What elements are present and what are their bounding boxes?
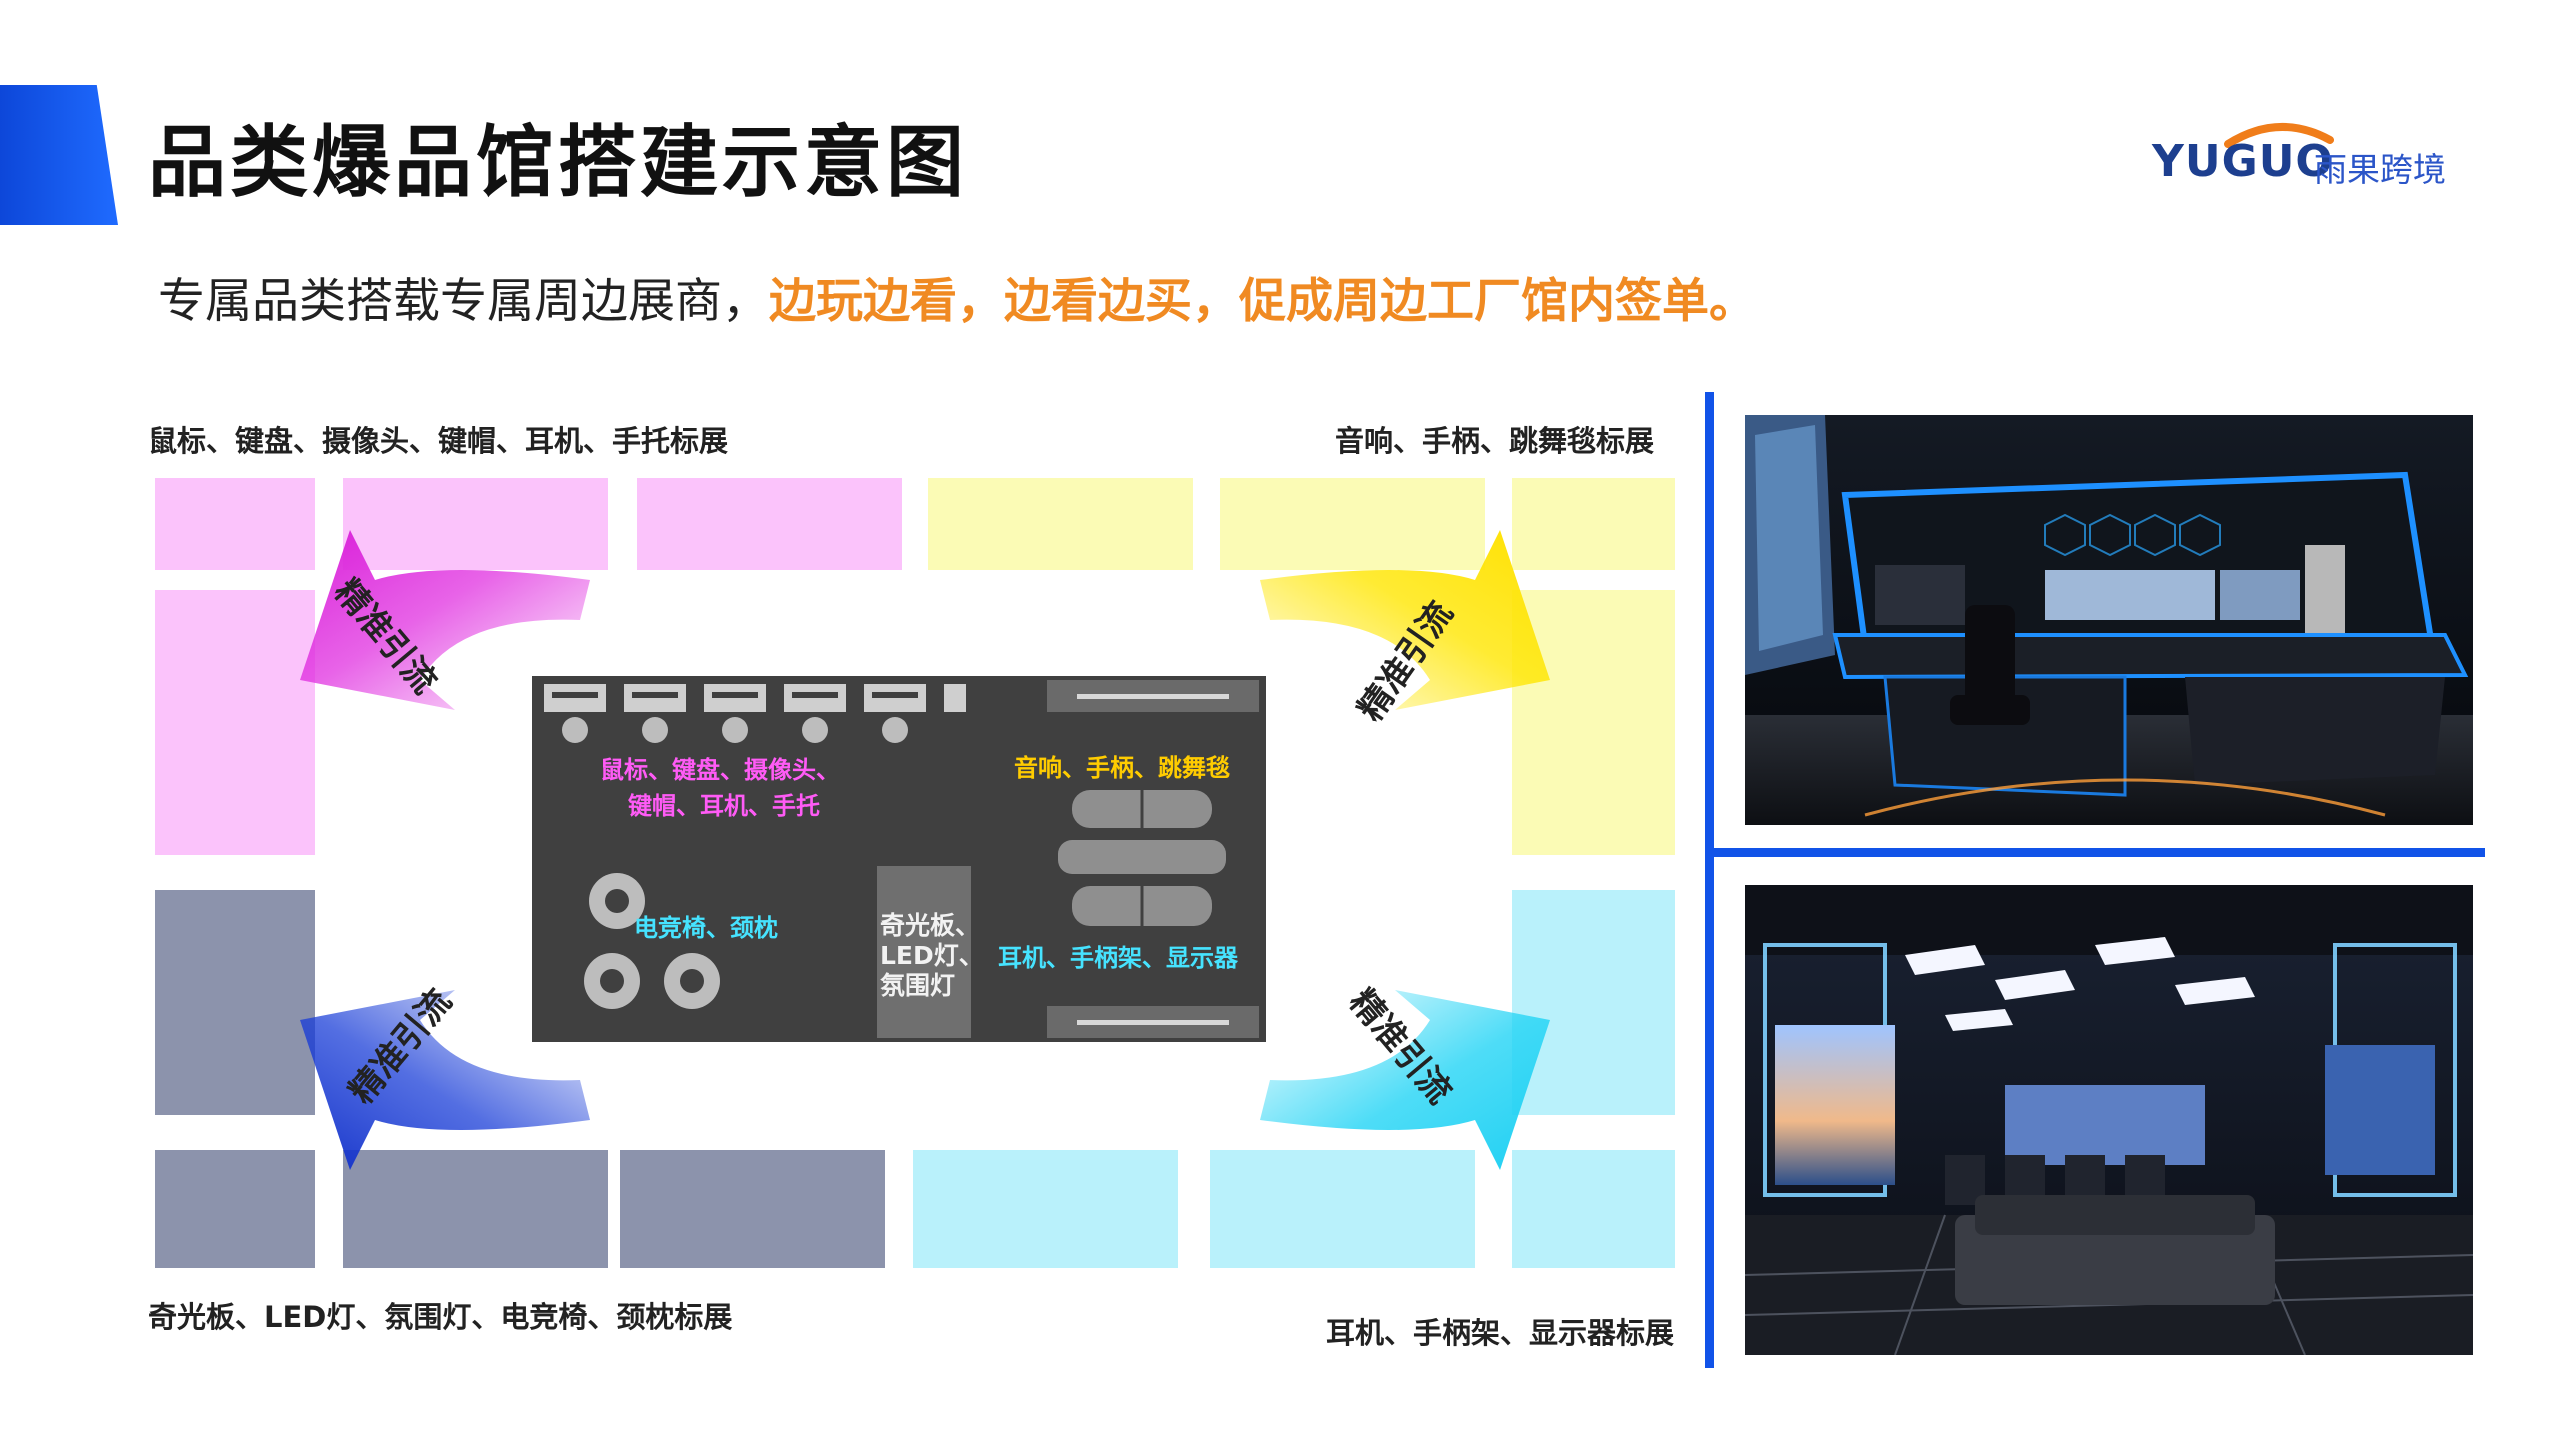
zone-label-yellow: 音响、手柄、跳舞毯: [1014, 754, 1230, 782]
vertical-divider: [1705, 392, 1714, 1368]
zone-label-light: LED灯、: [880, 941, 984, 970]
esports-chairs-icon: [584, 873, 720, 1009]
arrow-bottom-right-icon: [1260, 990, 1550, 1170]
subtitle: 专属品类搭载专属周边展商，边玩边看，边看边买，促成周边工厂馆内签单。: [158, 262, 1756, 331]
booth-block: [1220, 478, 1485, 570]
logo-wordmark: YUGUO: [2152, 136, 2334, 187]
booth-block: [1210, 1150, 1475, 1268]
esports-stage-photo: [1745, 415, 2473, 825]
page-title: 品类爆品馆搭建示意图: [148, 118, 969, 208]
zone-label-monitor: 耳机、手柄架、显示器: [998, 944, 1238, 972]
label-top-right: 音响、手柄、跳舞毯标展: [1335, 424, 1655, 458]
zone-label-light: 氛围灯: [880, 971, 956, 1000]
booth-block: [343, 478, 608, 570]
gaming-desk-row-icon: [544, 684, 966, 743]
subtitle-plain: 专属品类搭载专属周边展商，: [158, 274, 769, 329]
booth-block: [155, 478, 315, 570]
label-top-left: 鼠标、键盘、摄像头、键帽、耳机、手托标展: [148, 424, 729, 458]
brand-logo: YUGUO 雨果跨境: [2152, 118, 2472, 198]
label-bottom-right: 耳机、手柄架、显示器标展: [1326, 1316, 1675, 1350]
booth-block: [155, 590, 315, 855]
booth-block: [155, 1150, 315, 1268]
light-panel-zone: [877, 866, 971, 1038]
booth-block: [1512, 478, 1675, 570]
zone-label-chair: 电竞椅、颈枕: [634, 914, 778, 942]
stage-bar: [1047, 1006, 1259, 1038]
booth-block: [155, 890, 315, 1115]
booth-block: [1512, 890, 1675, 1115]
zone-label-light: 奇光板、: [880, 911, 981, 940]
booth-block: [913, 1150, 1178, 1268]
sofa-cluster-icon: [1058, 790, 1226, 926]
booth-block: [620, 1150, 885, 1268]
booth-block: [928, 478, 1193, 570]
horizontal-divider: [1705, 848, 2485, 857]
gaming-lounge-photo: [1745, 885, 2473, 1355]
central-hall: 鼠标、键盘、摄像头、 键帽、耳机、手托 音响、手柄、跳舞毯 电竞椅、颈枕 奇光板…: [532, 676, 1266, 1042]
booth-block: [637, 478, 902, 570]
zone-label-pink: 鼠标、键盘、摄像头、: [600, 756, 840, 784]
header-accent-bar: [0, 85, 118, 225]
arrow-top-right-icon: [1260, 530, 1550, 710]
label-bottom-left: 奇光板、LED灯、氛围灯、电竞椅、颈枕标展: [148, 1300, 733, 1334]
booth-block: [343, 1150, 608, 1268]
logo-arc-icon: [2224, 122, 2334, 148]
subtitle-highlight: 边玩边看，边看边买，促成周边工厂馆内签单。: [769, 274, 1756, 329]
booth-block: [1512, 1150, 1675, 1268]
arrow-top-left-icon: [300, 530, 590, 710]
stage-bar: [1047, 680, 1259, 712]
zone-label-pink: 键帽、耳机、手托: [628, 792, 820, 820]
arrow-bottom-left-icon: [300, 990, 590, 1170]
logo-chinese-text: 雨果跨境: [2314, 150, 2446, 189]
booth-block: [1512, 590, 1675, 855]
